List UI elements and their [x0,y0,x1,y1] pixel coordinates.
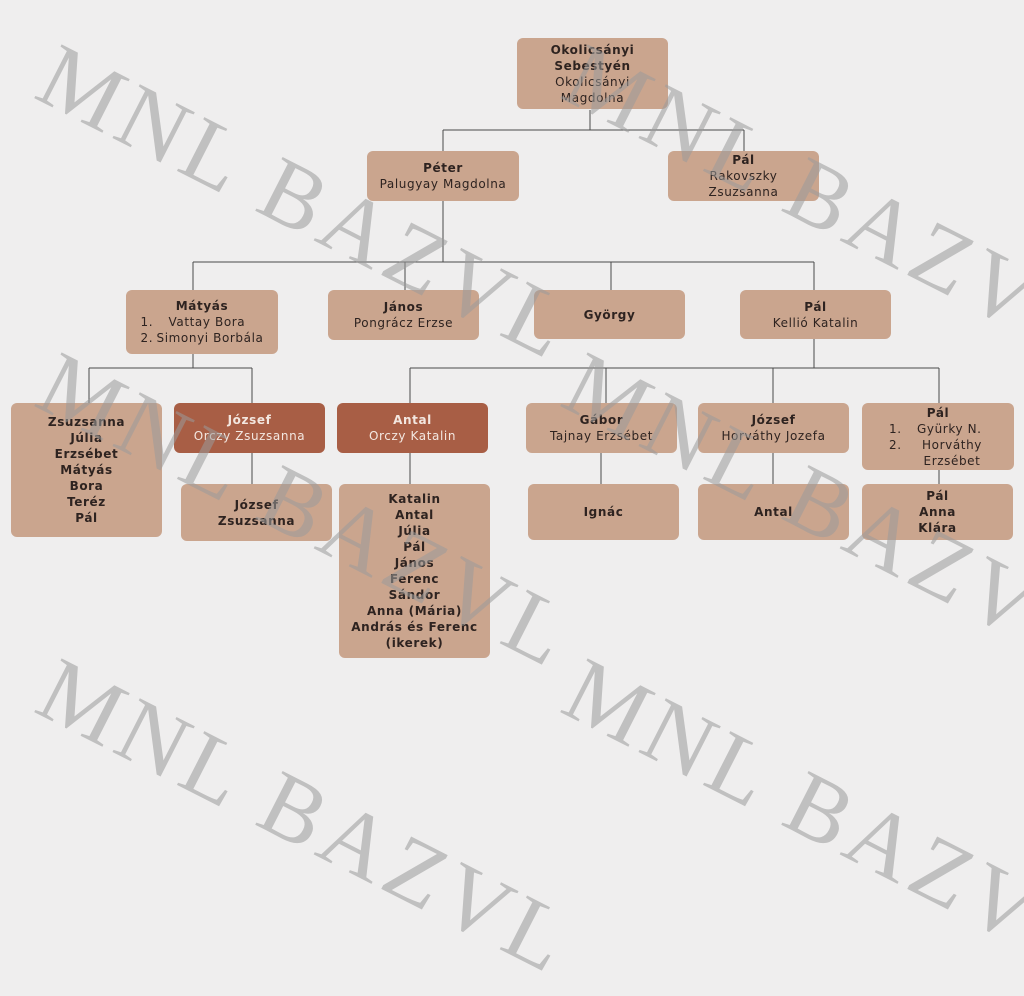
person-gabor[interactable]: Gábor Tajnay Erzsébet [526,403,677,453]
person-name: Pál [926,405,950,420]
person-okolicsanyi-sebestyen[interactable]: Okolicsányi Sebestyén Okolicsányi Magdol… [517,38,668,109]
spouse-name: Tajnay Erzsébet [549,429,654,443]
child-name: Ferenc [389,572,440,586]
person-name: György [583,307,636,322]
person-janos[interactable]: János Pongrácz Erzse [328,290,479,340]
child-name: Pál [75,511,98,525]
child-name: Júlia [70,431,103,445]
spouse-name: Orczy Zsuzsanna [193,429,306,443]
person-name: Mátyás [175,299,229,313]
child-name: Klára [918,521,957,535]
child-name: Ignác [583,505,624,519]
child-name: Erzsébet [54,447,119,461]
connector-lines [88,110,940,484]
spouse-item: 2.Simonyi Borbála [140,331,264,345]
person-name: Pál [804,299,827,314]
children-list: Ignác [584,504,624,520]
child-name: Bora [69,479,104,493]
spouse-name: Orczy Katalin [368,429,457,443]
person-name: Antal [393,413,432,427]
spouse-item: 1.Vattay Bora [140,315,246,329]
person-peter[interactable]: Péter Palugyay Magdolna [367,151,519,201]
child-name: Teréz [67,495,106,509]
child-name: Zsuzsanna [217,513,296,528]
spouse-name: Kellió Katalin [772,315,859,330]
child-name: Anna (Mária) [366,604,462,618]
spouse-name: Horváthy Jozefa [721,429,826,443]
child-name: Mátyás [60,463,113,477]
person-jozsef-orczy[interactable]: József Orczy Zsuzsanna [174,403,325,453]
spouse-item: 2.Horváthy Erzsébet [889,437,982,468]
person-name: Gábor [579,413,624,427]
person-jozsef-horvathy[interactable]: József Horváthy Jozefa [698,403,849,453]
person-name: Pál [732,153,755,167]
child-name: József [234,497,279,512]
spouse-name: Rakovszky Zsuzsanna [708,169,779,199]
person-pal-gen2[interactable]: Pál Kellió Katalin [740,290,891,339]
person-matyas[interactable]: Mátyás 1.Vattay Bora 2.Simonyi Borbála [126,290,278,354]
child-name: Anna [919,505,956,519]
person-name: József [751,413,796,427]
child-name: Katalin [388,492,441,506]
child-name: András és Ferenc [351,620,478,634]
children-list: Antal [754,504,793,520]
spouse-name: Palugyay Magdolna [379,177,507,191]
jozsef-horvathy-children[interactable]: Antal [698,484,849,540]
person-name: Péter [423,161,463,175]
child-name: Zsuzsanna [47,415,126,429]
gabor-children[interactable]: Ignác [528,484,679,540]
person-name: József [227,413,272,427]
spouse-name: Pongrácz Erzse [353,316,454,330]
person-antal[interactable]: Antal Orczy Katalin [337,403,488,453]
person-name: János [383,300,424,314]
person-pal-gen3[interactable]: Pál 1.Gyürky N. 2.Horváthy Erzsébet [862,403,1014,470]
spouse-list: 1.Vattay Bora 2.Simonyi Borbála [140,314,263,346]
spouse-item: 1.Gyürky N. [889,421,982,436]
family-tree: Okolicsányi Sebestyén Okolicsányi Magdol… [11,24,1024,994]
person-pal-gen1[interactable]: Pál Rakovszky Zsuzsanna [668,151,819,201]
child-name: Pál [403,540,426,554]
child-name: Sándor [388,588,441,602]
child-name: Antal [754,505,793,519]
spouse-name: Okolicsányi Magdolna [555,74,630,105]
person-gyorgy[interactable]: György [534,290,685,339]
person-name: Okolicsányi Sebestyén [550,42,635,73]
child-name: Antal [395,508,434,522]
child-name: Júlia [398,524,431,538]
child-name: (ikerek) [385,636,444,650]
child-name: Pál [926,489,949,503]
spouse-list: 1.Gyürky N. 2.Horváthy Erzsébet [889,421,987,469]
child-name: János [394,556,435,570]
